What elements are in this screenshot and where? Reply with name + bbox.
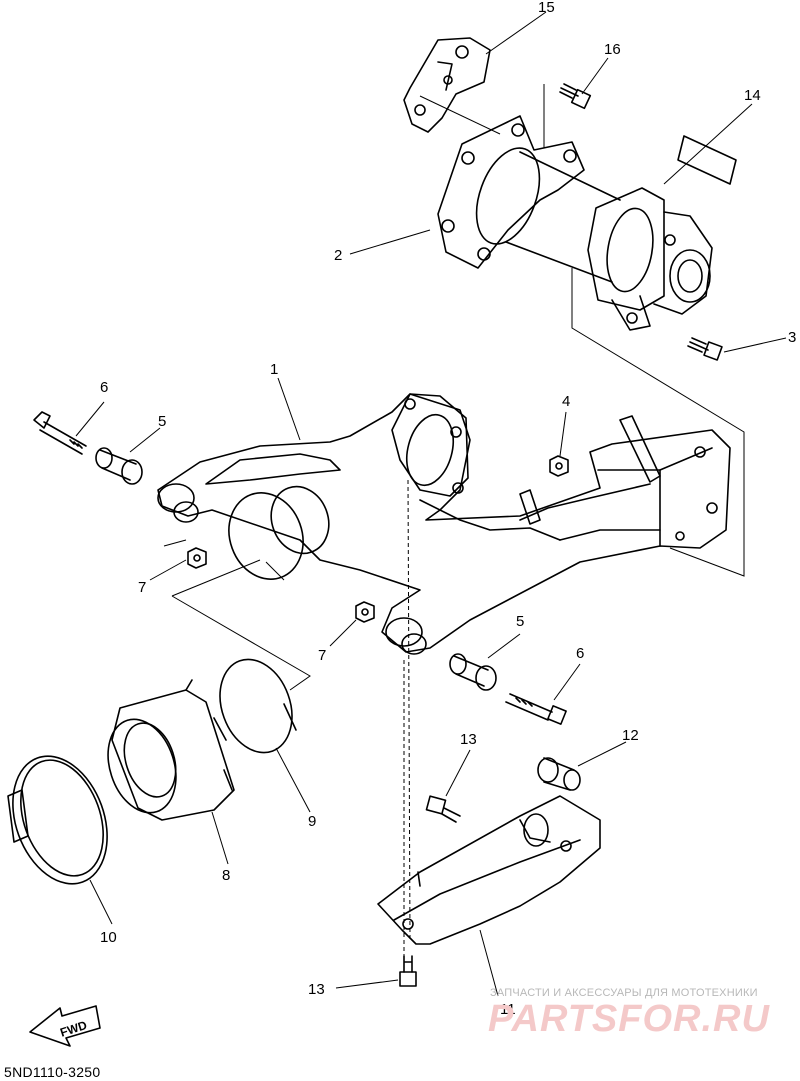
watermark-tagline: ЗАПЧАСТИ И АКСЕССУАРЫ ДЛЯ МОТОТЕХНИКИ bbox=[490, 987, 758, 999]
leader-line bbox=[277, 377, 301, 441]
nut-part-7-right bbox=[355, 601, 375, 623]
callout-10: 10 bbox=[100, 929, 117, 946]
callout-4: 4 bbox=[562, 393, 570, 410]
label-part-14 bbox=[677, 135, 737, 185]
boot-part-8 bbox=[107, 679, 235, 821]
clamp-part-10 bbox=[7, 755, 108, 885]
leader-line bbox=[329, 619, 357, 647]
callout-13-upper: 13 bbox=[460, 731, 477, 748]
callout-12: 12 bbox=[622, 727, 639, 744]
leader-line bbox=[335, 979, 399, 989]
leader-line bbox=[559, 411, 567, 457]
leader-line bbox=[487, 633, 521, 659]
callout-1: 1 bbox=[270, 361, 278, 378]
bushing-part-5-left bbox=[95, 447, 143, 485]
leader-line bbox=[149, 559, 187, 581]
damper-part-12 bbox=[537, 757, 581, 791]
swing-arm-part-1 bbox=[157, 393, 731, 655]
callout-6-upper: 6 bbox=[100, 379, 108, 396]
callout-8: 8 bbox=[222, 867, 230, 884]
guard-plate-part-11 bbox=[377, 795, 601, 945]
callout-5-upper: 5 bbox=[158, 413, 166, 430]
leader-line bbox=[581, 57, 609, 95]
axle-housing-part-2 bbox=[437, 115, 713, 331]
callout-7-left: 7 bbox=[138, 579, 146, 596]
alignment-line bbox=[407, 479, 411, 941]
ring-part-9 bbox=[219, 658, 297, 754]
bracket-part-15 bbox=[403, 37, 491, 133]
assembly-line bbox=[171, 595, 311, 691]
nut-part-4 bbox=[549, 455, 569, 477]
callout-7-right: 7 bbox=[318, 647, 326, 664]
bolt-part-16 bbox=[559, 83, 592, 110]
callout-2: 2 bbox=[334, 247, 342, 264]
bolt-part-6-right bbox=[505, 693, 567, 725]
leader-line bbox=[553, 663, 581, 701]
bolt-part-3 bbox=[687, 337, 723, 361]
callout-3: 3 bbox=[788, 329, 796, 346]
callout-16: 16 bbox=[604, 41, 621, 58]
callout-14: 14 bbox=[744, 87, 761, 104]
callout-11: 11 bbox=[500, 1001, 516, 1018]
leader-line bbox=[663, 103, 753, 185]
leader-line bbox=[479, 929, 499, 997]
bushing-part-5-right bbox=[449, 653, 497, 691]
leader-line bbox=[129, 427, 161, 453]
assembly-line bbox=[419, 95, 501, 135]
leader-line bbox=[723, 337, 787, 353]
drawing-code: 5ND1110-3250 bbox=[4, 1064, 101, 1080]
bolt-part-13-upper bbox=[425, 795, 461, 823]
watermark-logo: PARTSFOR.RU bbox=[488, 998, 770, 1040]
callout-15: 15 bbox=[538, 0, 555, 16]
leader-line bbox=[275, 747, 311, 813]
leader-line bbox=[485, 11, 547, 55]
leader-line bbox=[349, 229, 431, 255]
assembly-line bbox=[163, 539, 261, 597]
leader-line bbox=[211, 811, 229, 865]
leader-line bbox=[89, 879, 113, 925]
bolt-part-6-left bbox=[33, 411, 87, 455]
bolt-part-13-lower bbox=[399, 955, 417, 987]
assembly-line bbox=[265, 561, 285, 581]
callout-6-lower: 6 bbox=[576, 645, 584, 662]
callout-5-lower: 5 bbox=[516, 613, 524, 630]
callout-13-lower: 13 bbox=[308, 981, 325, 998]
nut-part-7-left bbox=[187, 547, 207, 569]
leader-line bbox=[445, 749, 471, 797]
fwd-arrow-icon bbox=[29, 1005, 101, 1047]
callout-9: 9 bbox=[308, 813, 316, 830]
leader-line bbox=[577, 741, 627, 767]
assembly-line bbox=[571, 268, 745, 577]
leader-line bbox=[75, 401, 105, 437]
